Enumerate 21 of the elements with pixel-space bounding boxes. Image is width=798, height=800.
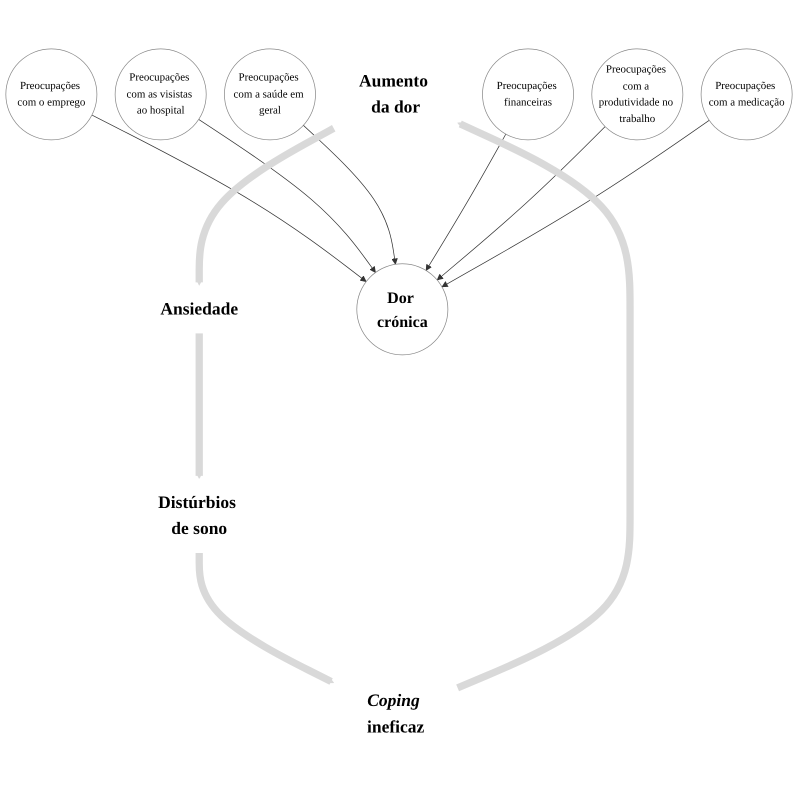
node-circle: Preocupações com a medicação: [700, 48, 793, 140]
arrow: [92, 114, 366, 282]
arrow: [198, 119, 376, 273]
arrow: [426, 134, 506, 271]
node-circle: Preocupações com as visistas ao hospital: [114, 48, 207, 140]
arrow: [303, 124, 398, 265]
arrow: [436, 126, 606, 280]
node-circle: Preocupações com o emprego: [5, 48, 98, 140]
arrow: [456, 120, 634, 692]
arrow: [442, 120, 710, 288]
node-text: Ansiedade: [160, 300, 238, 319]
node-text: Aumento da dor: [358, 72, 428, 117]
arrow: [196, 125, 336, 286]
node-text: Coping ineficaz: [367, 691, 424, 737]
node-circle: Preocupações financeiras: [482, 48, 574, 140]
arrow: [196, 333, 203, 479]
node-circle: Preocupações com a saúde em geral: [224, 48, 316, 140]
node-text: Distúrbios de sono: [158, 493, 236, 538]
node-circle: Preocupações com a produtividade no trabalho: [591, 48, 684, 140]
arrow: [196, 553, 334, 685]
node-circle: Dor crónica: [356, 263, 448, 356]
